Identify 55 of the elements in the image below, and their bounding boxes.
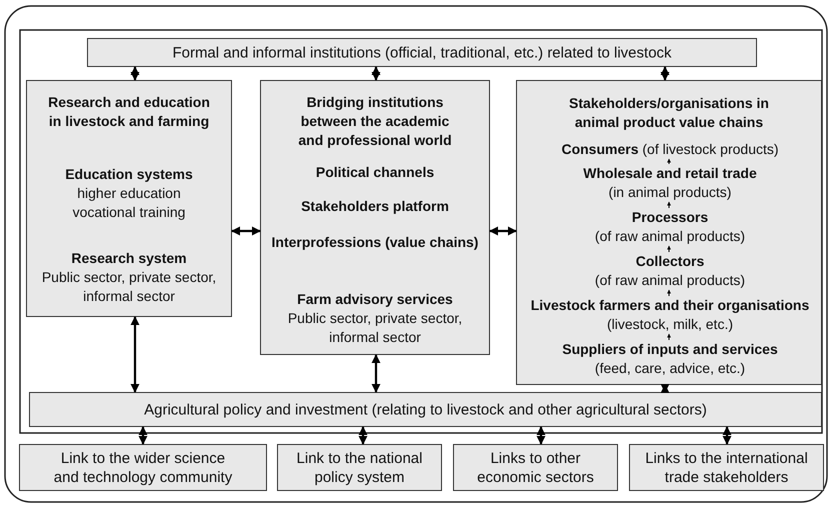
bar-label: Agricultural policy and investment (relating to livestock and other agricultural sectors) — [143, 400, 708, 419]
double-arrow — [130, 66, 140, 81]
double-arrow — [372, 354, 380, 393]
link-box — [277, 444, 442, 491]
double-arrow — [660, 384, 670, 394]
value-chain-text: Consumers (of livestock products) — [560, 140, 780, 159]
section-title: Political channels — [314, 163, 436, 182]
section-text: Public sector, private sector, informal sector — [40, 268, 218, 306]
bar-label: Link to the national policy system — [296, 448, 424, 486]
section-text: Public sector, private sector, informal sector — [286, 309, 464, 347]
column-panel — [26, 80, 232, 317]
double-arrow — [536, 426, 546, 445]
value-chain-text: (in animal products) — [608, 183, 732, 202]
bar-label: Links to the international trade stakeholders — [644, 448, 809, 486]
section-title: Farm advisory services — [296, 290, 454, 309]
column-panel — [516, 80, 822, 385]
double-arrow — [660, 66, 670, 81]
column-panel — [260, 80, 490, 355]
arrow — [667, 290, 671, 296]
section-text: higher education — [76, 184, 182, 203]
column-heading: Research and education in livestock and farming — [47, 93, 211, 131]
double-arrow — [372, 66, 380, 81]
section-title: Education systems — [64, 165, 194, 184]
value-chain-text: (feed, care, advice, etc.) — [594, 359, 746, 378]
arrow — [667, 202, 671, 208]
bar-label: Formal and informal institutions (official, traditional, etc.) related to livestock — [171, 43, 673, 62]
value-chain-text: Livestock farmers and their organisations (livestock, milk, etc.) — [530, 296, 810, 334]
value-chain-text: Wholesale and retail trade — [582, 164, 758, 183]
double-arrow — [130, 316, 140, 393]
column-heading: Bridging institutions between the academic and professional world — [297, 93, 453, 150]
double-arrow — [138, 426, 148, 445]
value-chain-text: (of raw animal products) — [594, 227, 746, 246]
policy-bar — [29, 392, 822, 427]
value-chain-text: Suppliers of inputs and services — [561, 340, 779, 359]
arrow — [667, 334, 671, 340]
value-chain-text: (of raw animal products) — [594, 271, 746, 290]
bar-label: Links to other economic sectors — [476, 448, 595, 486]
arrow — [667, 158, 671, 164]
link-box — [19, 444, 267, 491]
double-arrow — [489, 226, 517, 236]
arrow — [667, 246, 671, 252]
bar-label: Link to the wider science and technology community — [52, 448, 234, 486]
column-heading: Stakeholders/organisations in animal product value chains — [568, 94, 770, 132]
value-chain-text: Processors — [630, 208, 710, 227]
double-arrow — [722, 426, 732, 445]
link-box — [629, 444, 824, 491]
institution-bar — [87, 38, 757, 67]
section-title: Stakeholders platform — [300, 197, 450, 216]
section-title: Research system — [70, 249, 188, 268]
section-title: Interprofessions (value chains) — [270, 233, 480, 252]
value-chain-text: Collectors — [634, 252, 706, 271]
link-box — [453, 444, 618, 491]
section-text: vocational training — [72, 203, 186, 222]
double-arrow — [231, 226, 261, 236]
double-arrow — [358, 426, 368, 445]
